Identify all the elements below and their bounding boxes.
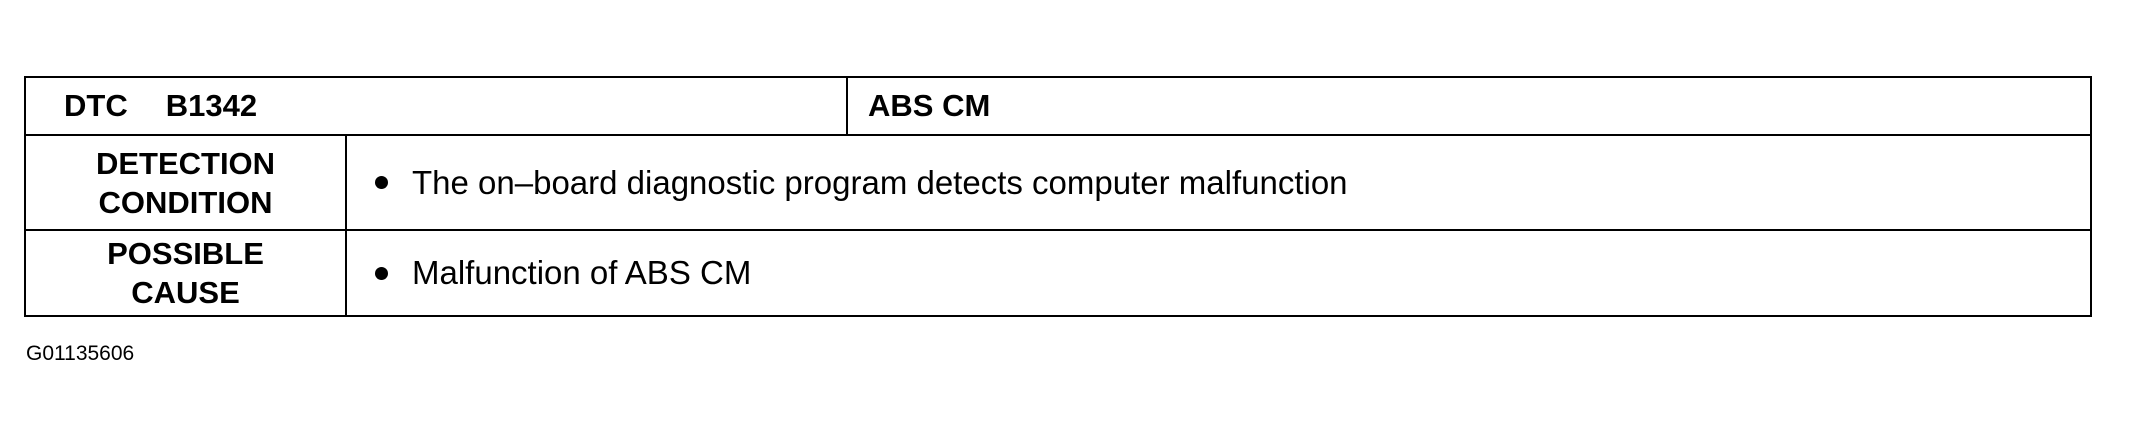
possible-cause-row: POSSIBLE CAUSE Malfunction of ABS CM xyxy=(26,229,2090,315)
detection-label-line1: DETECTION xyxy=(95,145,276,181)
detection-label-line2: CONDITION xyxy=(98,184,273,220)
dtc-code: B1342 xyxy=(165,88,258,123)
dtc-table: DTC B1342 ABS CM DETECTION CONDITION The… xyxy=(24,76,2092,317)
cause-label-line1: POSSIBLE xyxy=(107,236,264,271)
possible-cause-text: Malfunction of ABS CM xyxy=(412,254,752,291)
bullet-icon xyxy=(375,176,388,189)
cause-label-line2: CAUSE xyxy=(131,275,240,310)
detection-condition-text: The on–board diagnostic program detects … xyxy=(412,163,1348,201)
dtc-label: DTC xyxy=(64,88,128,123)
module-cell: ABS CM xyxy=(848,78,2090,134)
figure-id: G01135606 xyxy=(26,342,135,365)
dtc-cell: DTC B1342 xyxy=(26,78,848,134)
detection-condition-body: The on–board diagnostic program detects … xyxy=(347,136,2090,229)
possible-cause-label: POSSIBLE CAUSE xyxy=(26,231,347,315)
detection-condition-label: DETECTION CONDITION xyxy=(26,136,347,229)
bullet-icon xyxy=(375,266,388,280)
module-name: ABS CM xyxy=(868,88,991,123)
dtc-header-row: DTC B1342 ABS CM xyxy=(26,78,2090,134)
detection-condition-row: DETECTION CONDITION The on–board diagnos… xyxy=(26,134,2090,229)
possible-cause-body: Malfunction of ABS CM xyxy=(347,231,2090,315)
